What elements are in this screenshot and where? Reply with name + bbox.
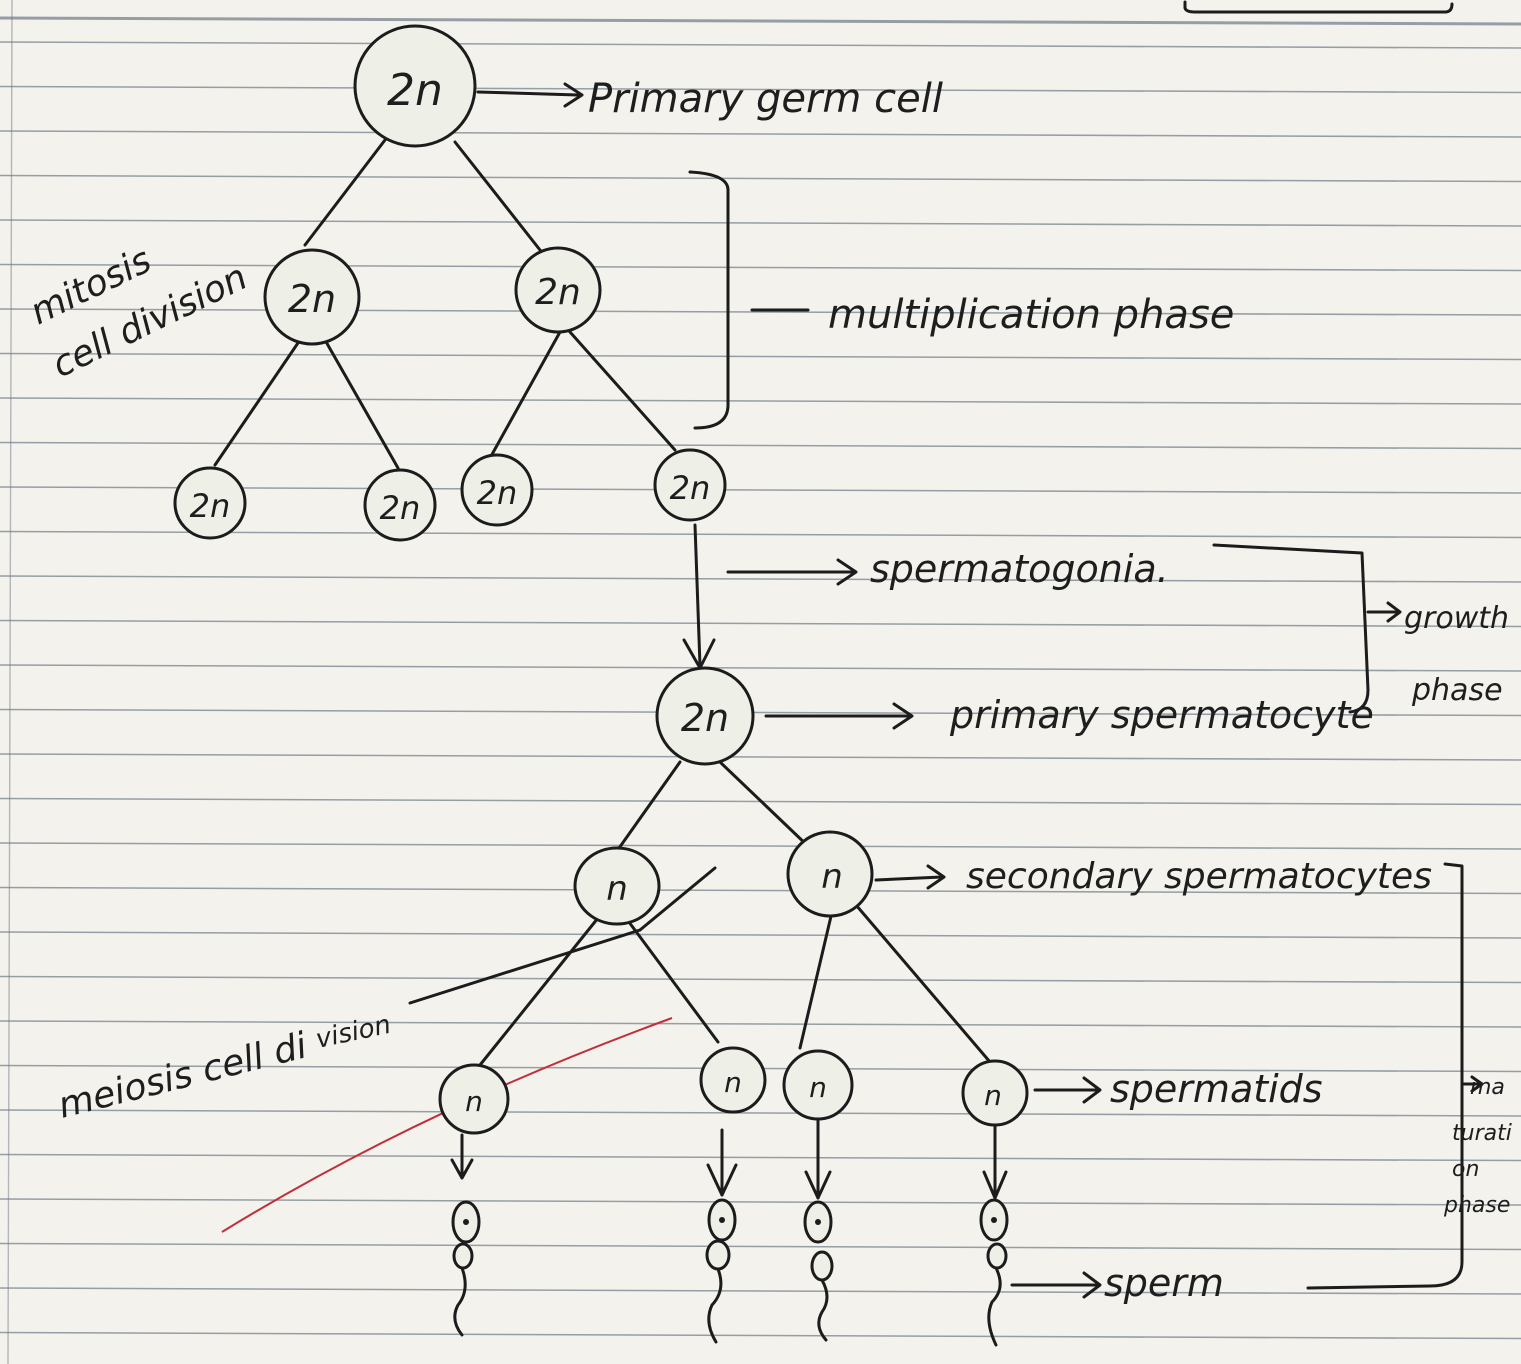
rule-line (0, 575, 1521, 583)
rule-line (0, 619, 1521, 628)
rule-line (0, 1109, 1521, 1117)
meiosis-tree-lines (408, 760, 992, 1067)
ploidy-label: n (465, 1085, 483, 1118)
cell-spermatid-d: n (961, 1059, 1029, 1127)
cell-spermatid-a: n (438, 1063, 510, 1135)
rule-line (0, 16, 1521, 26)
rule-line (0, 1020, 1521, 1028)
rule-line (0, 664, 1521, 672)
label-vision: vision (313, 1010, 393, 1055)
branch-line (453, 140, 542, 252)
sperm-c (803, 1118, 834, 1342)
rule-line (0, 931, 1521, 939)
rule-line (0, 753, 1521, 761)
branch-line (488, 330, 562, 460)
rule-line (0, 842, 1521, 850)
rule-line (0, 1287, 1521, 1295)
rule-line (0, 708, 1521, 717)
label-maturation-1: ma (1470, 1075, 1505, 1100)
label-multiplication-phase: multiplication phase (828, 292, 1234, 338)
ploidy-label: 2n (288, 277, 336, 321)
cell-gen2-right: 2n (514, 246, 602, 334)
cell-gen3-c: 2n (460, 453, 534, 527)
sperm-d (979, 1124, 1009, 1347)
rule-line (0, 530, 1521, 539)
rule-line (0, 174, 1521, 183)
branch-line (568, 330, 677, 452)
rule-line (0, 975, 1521, 984)
rule-line (0, 441, 1521, 450)
ploidy-label: 2n (387, 65, 443, 116)
branch-line (323, 338, 400, 470)
cell-spermatid-c: n (782, 1049, 854, 1121)
label-meiosis: meiosis cell di (54, 1025, 311, 1126)
ploidy-label: n (606, 869, 628, 909)
cell-primary-germ: 2n (353, 24, 477, 148)
rule-line (0, 263, 1521, 272)
label-spermatogonia: spermatogonia. (870, 547, 1169, 591)
label-phase: phase (1411, 673, 1503, 708)
rule-line (0, 1153, 1521, 1162)
label-spermatids: spermatids (1110, 1067, 1323, 1111)
ploidy-label: n (821, 857, 843, 897)
rule-line (0, 352, 1521, 361)
rule-line (0, 397, 1521, 405)
rule-line (0, 41, 1521, 49)
ploidy-label: n (724, 1066, 742, 1099)
red-pen-stroke (221, 1017, 673, 1233)
ploidy-label: 2n (190, 487, 231, 525)
cell-gen3-b: 2n (363, 468, 437, 542)
rule-line (0, 886, 1521, 895)
cell-secondary-left: n (573, 846, 661, 926)
cell-gen3-a: 2n (173, 466, 247, 540)
rule-line (0, 1198, 1521, 1206)
label-maturation-3: on (1452, 1157, 1479, 1182)
label-sperm: sperm (1104, 1261, 1224, 1305)
label-primary-spermatocyte: primary spermatocyte (949, 693, 1374, 737)
rule-line (0, 486, 1521, 494)
rule-line (0, 308, 1521, 316)
cell-gen2-left: 2n (263, 248, 361, 346)
cell-primary-spermatocyte: 2n (655, 666, 755, 766)
rule-line (0, 1242, 1521, 1251)
label-maturation-2: turati (1452, 1121, 1512, 1146)
rule-line (0, 130, 1521, 138)
ploidy-label: n (984, 1079, 1002, 1112)
rule-line (0, 1331, 1521, 1340)
label-primary-germ-cell: Primary germ cell (588, 76, 943, 122)
faded-box (1183, 0, 1454, 14)
sperm-b (705, 1128, 738, 1344)
annotation-arrows (476, 82, 1484, 1299)
label-maturation-4: phase (1443, 1193, 1510, 1218)
rule-line (0, 85, 1521, 94)
sperm-a (450, 1133, 481, 1337)
label-secondary-spermatocytes: secondary spermatocytes (966, 856, 1432, 897)
label-growth: growth (1404, 601, 1509, 636)
margin-line (7, 0, 13, 1364)
ploidy-label: 2n (380, 489, 421, 527)
cell-spermatid-b: n (699, 1046, 767, 1114)
ploidy-label: 2n (535, 272, 581, 313)
branch-line (303, 138, 387, 247)
ploidy-label: 2n (681, 696, 729, 740)
rule-line (0, 219, 1521, 227)
cell-secondary-right: n (786, 830, 874, 918)
ploidy-label: 2n (477, 474, 518, 512)
branch-line (213, 338, 302, 467)
cell-gen3-d: 2n (653, 448, 727, 522)
mitosis-tree-lines (213, 138, 677, 470)
growth-arrow (682, 523, 716, 670)
ploidy-label: n (809, 1071, 827, 1104)
ploidy-label: 2n (670, 469, 711, 507)
